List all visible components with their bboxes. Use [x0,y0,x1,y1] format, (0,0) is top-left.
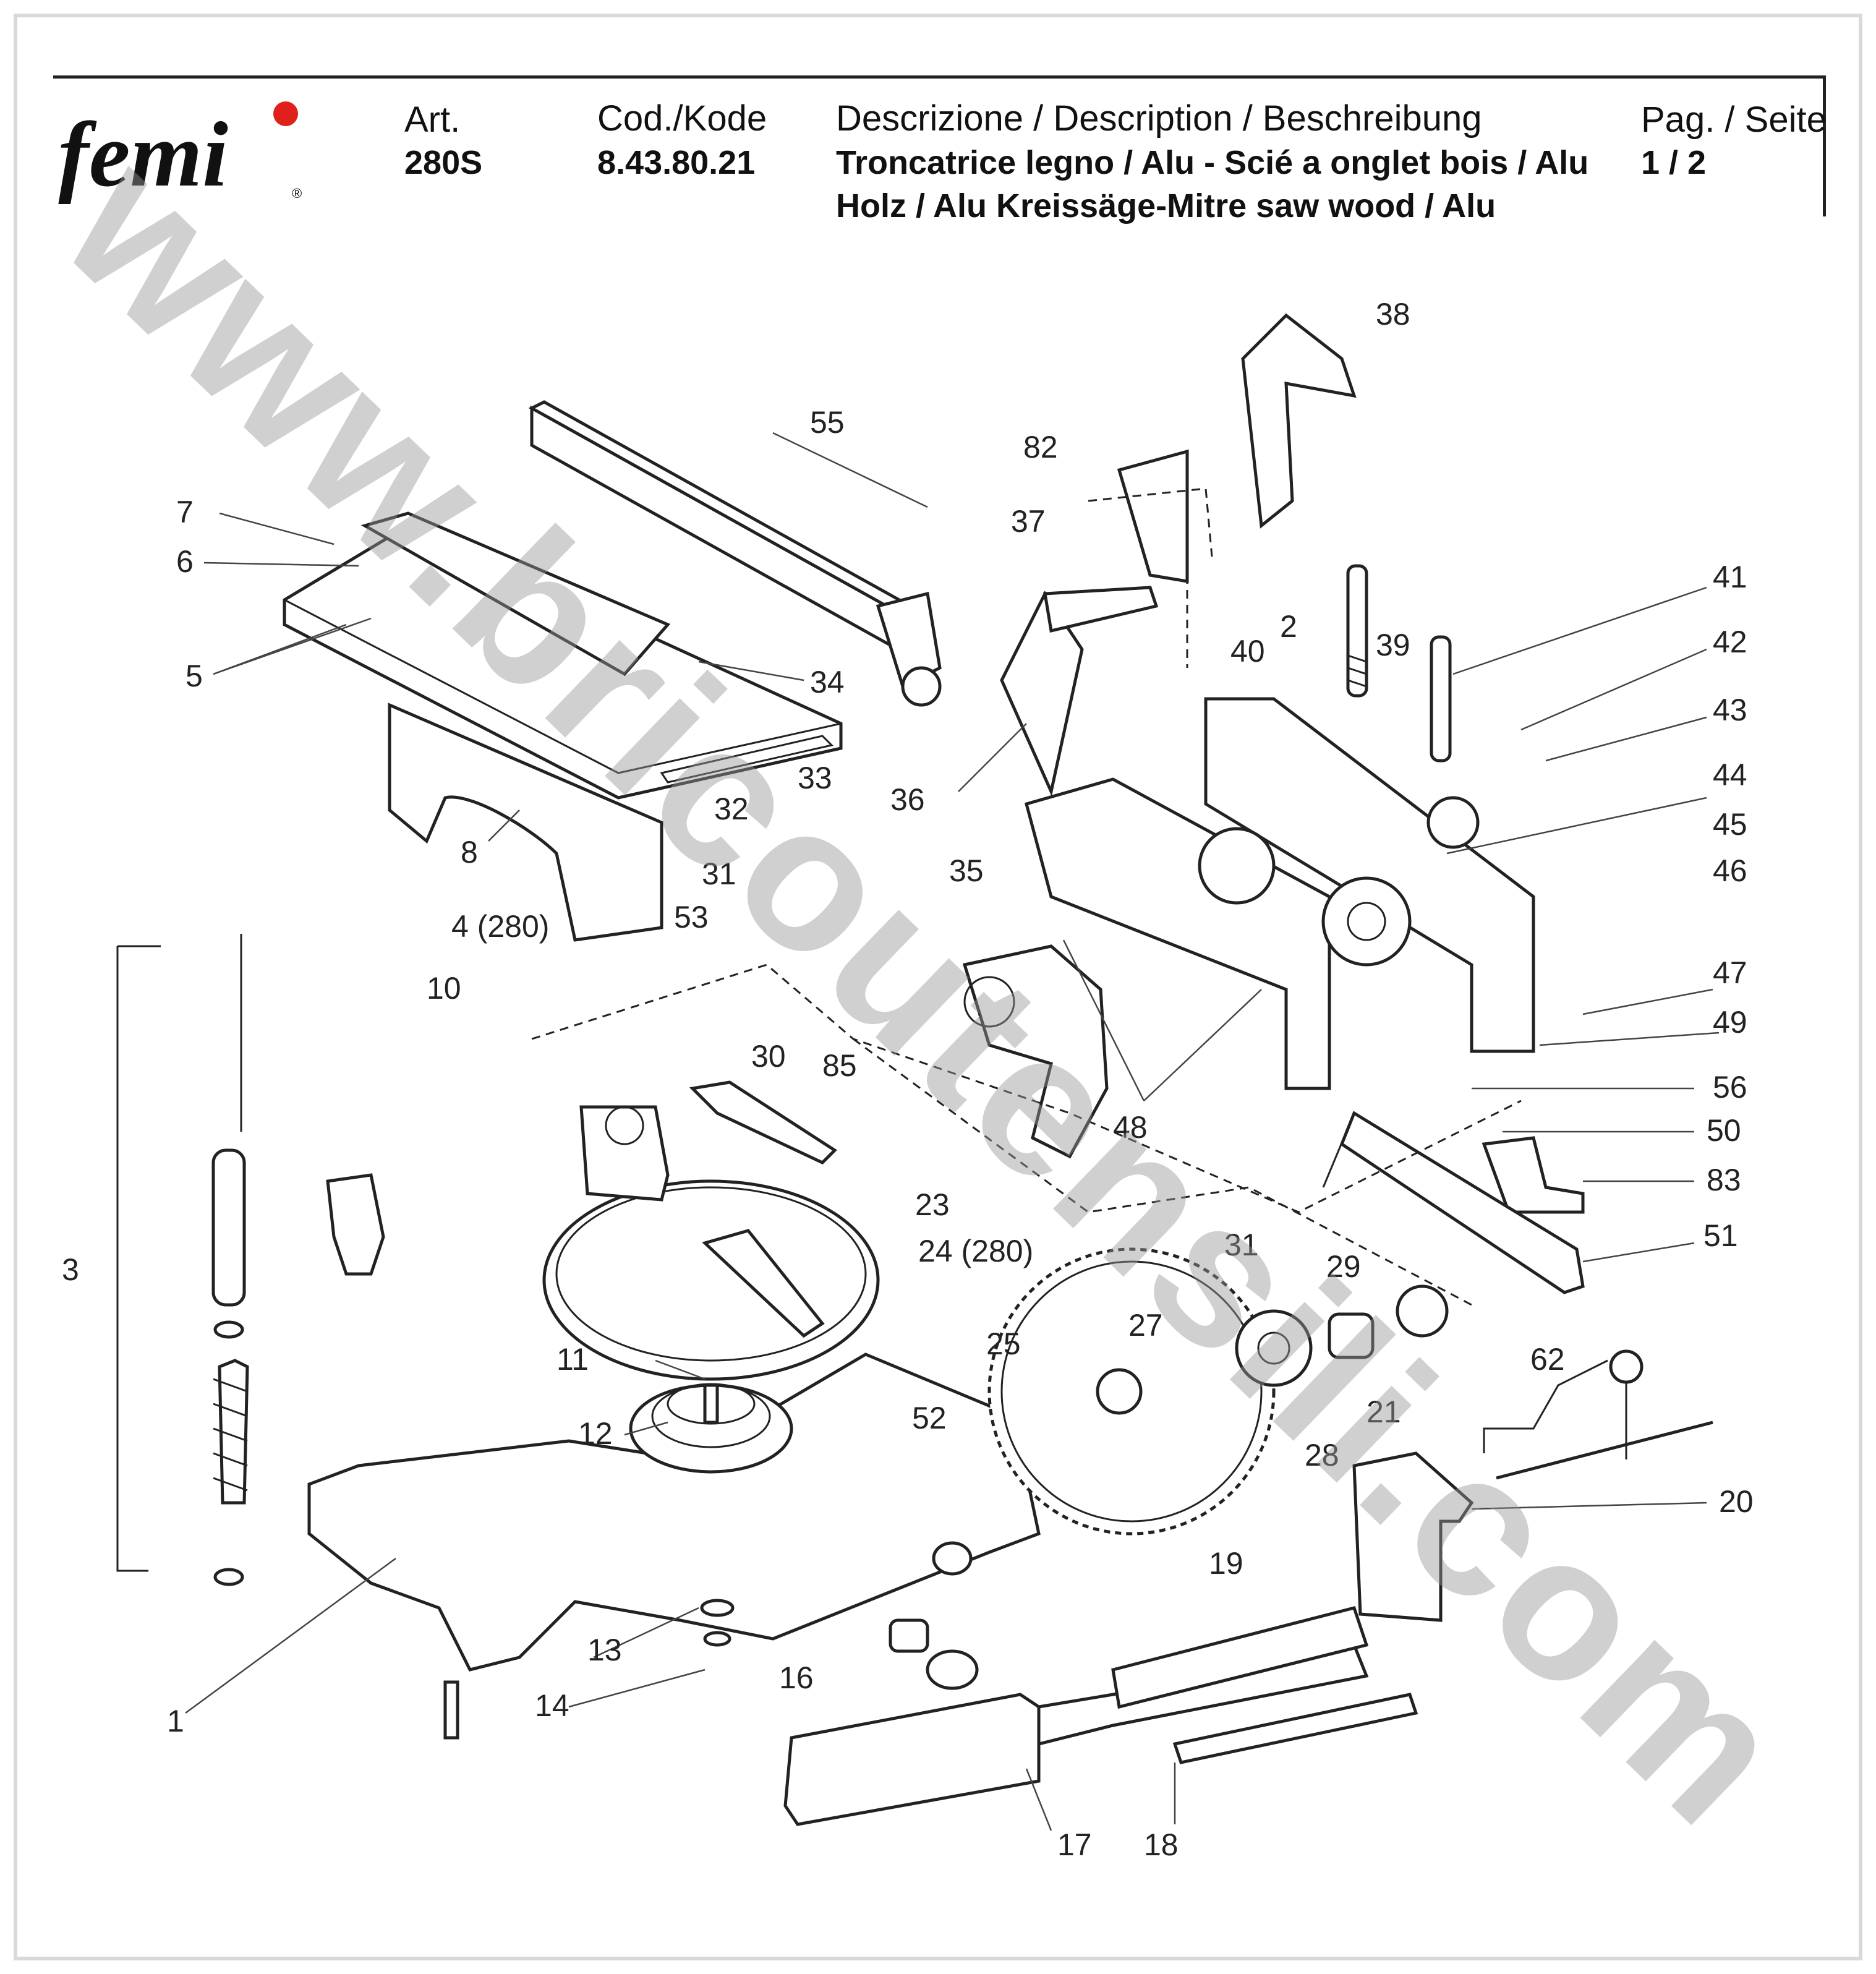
page-value: 1 / 2 [1641,144,1707,181]
callout-55: 55 [810,405,845,440]
code-label: Cod./Kode [597,98,767,139]
callout-44: 44 [1713,758,1747,792]
callout-20: 20 [1719,1484,1754,1519]
page-label: Pag. / Seite [1641,100,1827,140]
part-39-41-rods [1346,564,1452,763]
callout-47: 47 [1713,955,1747,990]
callout-11: 11 [556,1342,589,1377]
part-51-83-rod-bracket [1322,1111,1585,1294]
description-label: Descrizione / Description / Beschreibung [836,98,1482,139]
page-frame [14,14,1862,1960]
part-1-base [307,1352,1041,1672]
callout-85: 85 [822,1048,857,1083]
callout-32: 32 [714,792,749,826]
callout-38: 38 [1376,297,1410,331]
callout-46: 46 [1713,853,1747,888]
callout-45: 45 [1713,807,1747,842]
part-55-fence [528,400,942,707]
callout-13: 13 [587,1633,622,1667]
part-5-table-insert [283,511,843,800]
callout-27: 27 [1128,1308,1163,1343]
callout-23: 23 [915,1187,950,1222]
callout-5: 5 [185,659,203,693]
header-vertical-rule [1823,75,1826,216]
assembly-dashed-line [1088,487,1213,668]
assembly-dashed-line [531,964,1522,1213]
assembly-dashed-line [853,1038,1472,1306]
part-arm-assembly [962,313,1535,1159]
callout-8: 8 [461,835,478,870]
callout-34: 34 [810,665,845,699]
callout-53: 53 [674,900,709,934]
description-line-1: Troncatrice legno / Alu - Scié a onglet … [836,144,1589,181]
callout-4: 4 (280) [451,909,549,944]
callout-17: 17 [1057,1827,1092,1862]
callout-3: 3 [62,1252,79,1287]
callout-51: 51 [1703,1218,1738,1253]
callout-6: 6 [176,544,194,579]
callout-14: 14 [535,1688,569,1723]
leader-lines [185,432,1720,1831]
art-label: Art. [404,100,461,140]
logo-wordmark: femi [58,103,228,204]
callout-7: 7 [176,495,194,529]
callout-31a: 31 [702,857,736,891]
callout-83: 83 [1707,1163,1741,1197]
callout-31b: 31 [1224,1228,1259,1262]
art-value: 280S [404,144,483,181]
callout-41: 41 [1713,560,1747,594]
callout-49: 49 [1713,1005,1747,1040]
callout-56: 56 [1713,1070,1747,1104]
callout-35: 35 [949,853,984,888]
callout-82: 82 [1023,430,1058,464]
callout-50: 50 [1707,1113,1741,1148]
callout-62: 62 [1530,1342,1565,1377]
callout-42: 42 [1713,625,1747,659]
part-saw-blade [987,1247,1449,1536]
callout-21: 21 [1366,1395,1401,1429]
callout-1: 1 [167,1704,184,1738]
part-8-table-support [388,703,663,942]
callout-30: 30 [751,1039,786,1074]
part-13-14-bolts [443,1599,735,1740]
callout-48: 48 [1113,1110,1148,1145]
part-16-knobs [889,1541,979,1690]
callout-36: 36 [890,782,925,817]
callout-25: 25 [986,1327,1021,1361]
callout-10: 10 [427,971,461,1006]
part-62-clamp-rod [1483,1349,1713,1480]
part-17-handle [783,1605,1418,1826]
callout-24: 24 (280) [918,1234,1033,1268]
callout-18: 18 [1144,1827,1179,1862]
part-24-turntable [542,1080,880,1381]
description-line-2: Holz / Alu Kreissäge-Mitre saw wood / Al… [836,187,1496,224]
callout-12: 12 [578,1416,613,1451]
callout-28: 28 [1305,1438,1339,1472]
callout-29: 29 [1326,1249,1361,1284]
callout-19: 19 [1209,1546,1243,1581]
callout-16: 16 [779,1660,814,1695]
callout-2: 2 [1280,609,1297,644]
part-3-column-assembly [116,934,385,1586]
femi-logo: femi ® [58,101,302,204]
callout-40: 40 [1230,634,1265,669]
callout-37: 37 [1011,504,1046,539]
callout-33: 33 [798,761,832,795]
callout-43: 43 [1713,693,1747,727]
callout-52: 52 [912,1401,947,1435]
callout-39: 39 [1376,628,1410,662]
header-rule [53,75,1825,79]
code-value: 8.43.80.21 [597,144,756,181]
part-20-guard [1352,1451,1474,1622]
svg-text:®: ® [292,186,302,201]
logo-red-dot [273,101,298,126]
